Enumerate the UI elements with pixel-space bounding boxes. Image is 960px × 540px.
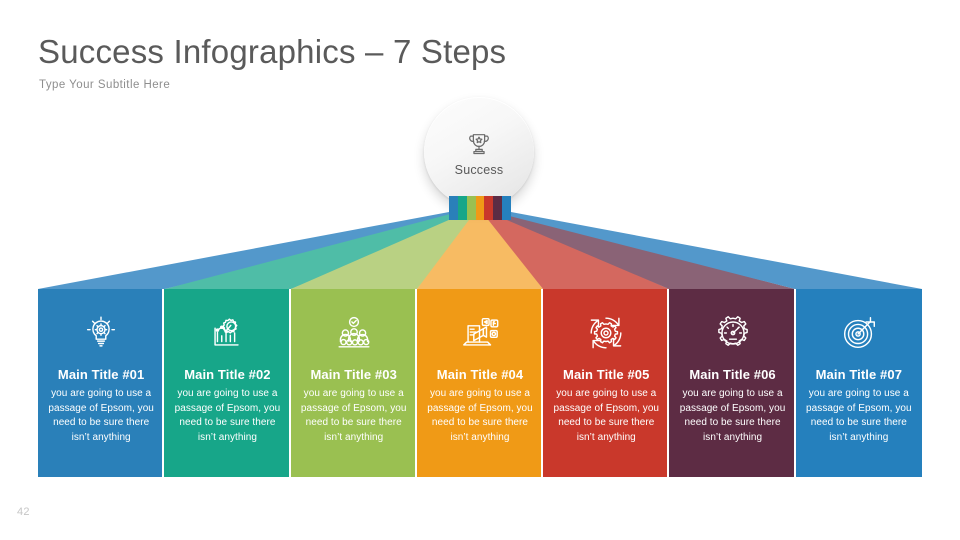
step-body: you are going to use a passage of Epsom,…	[679, 388, 786, 443]
stripe-7	[502, 196, 512, 220]
step-column-1[interactable]: Main Title #01 you are going to use a pa…	[38, 289, 165, 477]
column-separator	[541, 289, 544, 477]
step-column-3[interactable]: Main Title #03 you are going to use a pa…	[290, 289, 417, 477]
step-column-6[interactable]: Main Title #06 you are going to use a pa…	[669, 289, 796, 477]
funnel-segment-1	[38, 212, 480, 289]
stripe-block	[449, 196, 512, 220]
stripe-6	[493, 196, 503, 220]
step-body: you are going to use a passage of Epsom,…	[427, 388, 533, 443]
funnel-segment-6	[488, 212, 795, 289]
team-check-icon	[333, 312, 375, 354]
target-arrow-icon	[838, 312, 880, 354]
funnel-fan	[38, 212, 922, 289]
funnel-segment-4	[417, 212, 543, 289]
stripe-1	[449, 196, 458, 220]
funnel-segment-7	[494, 212, 922, 289]
success-label: Success	[454, 162, 504, 177]
funnel-segment-2	[165, 212, 480, 289]
page-title: Success Infographics – 7 Steps	[38, 33, 507, 70]
step-body: you are going to use a passage of Epsom,…	[174, 388, 281, 443]
step-column-4[interactable]: Main Title #04 you are going to use a pa…	[416, 289, 544, 477]
stripe-2	[457, 196, 467, 220]
page-subtitle: Type Your Subtitle Here	[39, 79, 171, 91]
megaphone-social-icon	[459, 312, 501, 354]
step-title: Main Title #01	[57, 367, 145, 382]
success-hub[interactable]: Success	[424, 97, 534, 207]
column-separator	[667, 289, 670, 477]
step-title: Main Title #03	[310, 367, 397, 382]
column-separator	[414, 289, 417, 477]
speedometer-gear-icon	[712, 312, 754, 354]
stripe-4	[475, 196, 485, 220]
step-column-5[interactable]: Main Title #05 you are going to use a pa…	[543, 289, 670, 477]
step-title: Main Title #06	[689, 367, 776, 382]
column-separator	[793, 289, 796, 477]
step-body: you are going to use a passage of Epsom,…	[806, 388, 912, 443]
bar-chart-gear-icon	[206, 312, 248, 354]
step-body: you are going to use a passage of Epsom,…	[553, 388, 660, 443]
step-column-7[interactable]: Main Title #07 you are going to use a pa…	[795, 289, 922, 477]
stripe-5	[484, 196, 494, 220]
stripe-3	[466, 196, 476, 220]
step-column-2[interactable]: Main Title #02 you are going to use a pa…	[164, 289, 291, 477]
funnel-segments	[38, 212, 922, 289]
gear-cycle-icon	[585, 312, 627, 354]
step-title: Main Title #07	[815, 367, 903, 382]
step-title: Main Title #04	[436, 367, 524, 382]
step-title: Main Title #05	[563, 367, 650, 382]
column-separator	[288, 289, 291, 477]
lightbulb-gear-icon	[80, 312, 122, 354]
column-separator	[162, 289, 165, 477]
step-body: you are going to use a passage of Epsom,…	[300, 388, 407, 443]
funnel-segment-5	[482, 212, 669, 289]
step-body: you are going to use a passage of Epsom,…	[48, 388, 154, 443]
step-title: Main Title #02	[184, 367, 271, 382]
page-number: 42	[17, 506, 30, 518]
trophy-icon	[469, 133, 489, 154]
steps-row: Main Title #01 you are going to use a pa…	[38, 289, 922, 477]
